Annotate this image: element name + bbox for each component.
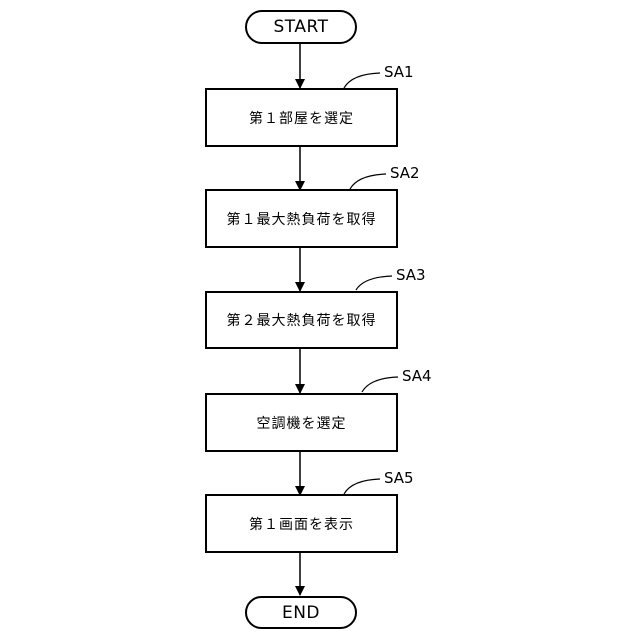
step-sa3-text: 第２最大熱負荷を取得 bbox=[227, 310, 377, 330]
step-sa2-text: 第１最大熱負荷を取得 bbox=[227, 209, 377, 229]
step-sa2-box: 第１最大熱負荷を取得 bbox=[205, 189, 398, 248]
leader-line-sa3 bbox=[356, 276, 392, 290]
leader-line-sa1 bbox=[344, 73, 380, 88]
step-sa5-box: 第１画面を表示 bbox=[205, 494, 398, 553]
end-label: END bbox=[282, 603, 320, 623]
step-sa4-box: 空調機を選定 bbox=[205, 393, 398, 452]
step-sa5-text: 第１画面を表示 bbox=[249, 514, 354, 534]
step-sa2-id: SA2 bbox=[390, 164, 420, 182]
step-sa1-text: 第１部屋を選定 bbox=[249, 108, 354, 128]
step-sa1-id: SA1 bbox=[384, 63, 414, 81]
leader-line-sa5 bbox=[344, 479, 380, 494]
step-sa1-box: 第１部屋を選定 bbox=[205, 88, 398, 147]
leader-line-sa4 bbox=[362, 377, 398, 392]
leader-line-sa2 bbox=[350, 174, 386, 189]
step-sa3-id: SA3 bbox=[396, 266, 426, 284]
start-terminal: START bbox=[245, 10, 357, 44]
step-sa4-id: SA4 bbox=[402, 367, 432, 385]
start-label: START bbox=[274, 17, 329, 37]
end-terminal: END bbox=[245, 596, 357, 629]
step-sa5-id: SA5 bbox=[384, 469, 414, 487]
step-sa4-text: 空調機を選定 bbox=[257, 413, 347, 433]
step-sa3-box: 第２最大熱負荷を取得 bbox=[205, 291, 398, 349]
